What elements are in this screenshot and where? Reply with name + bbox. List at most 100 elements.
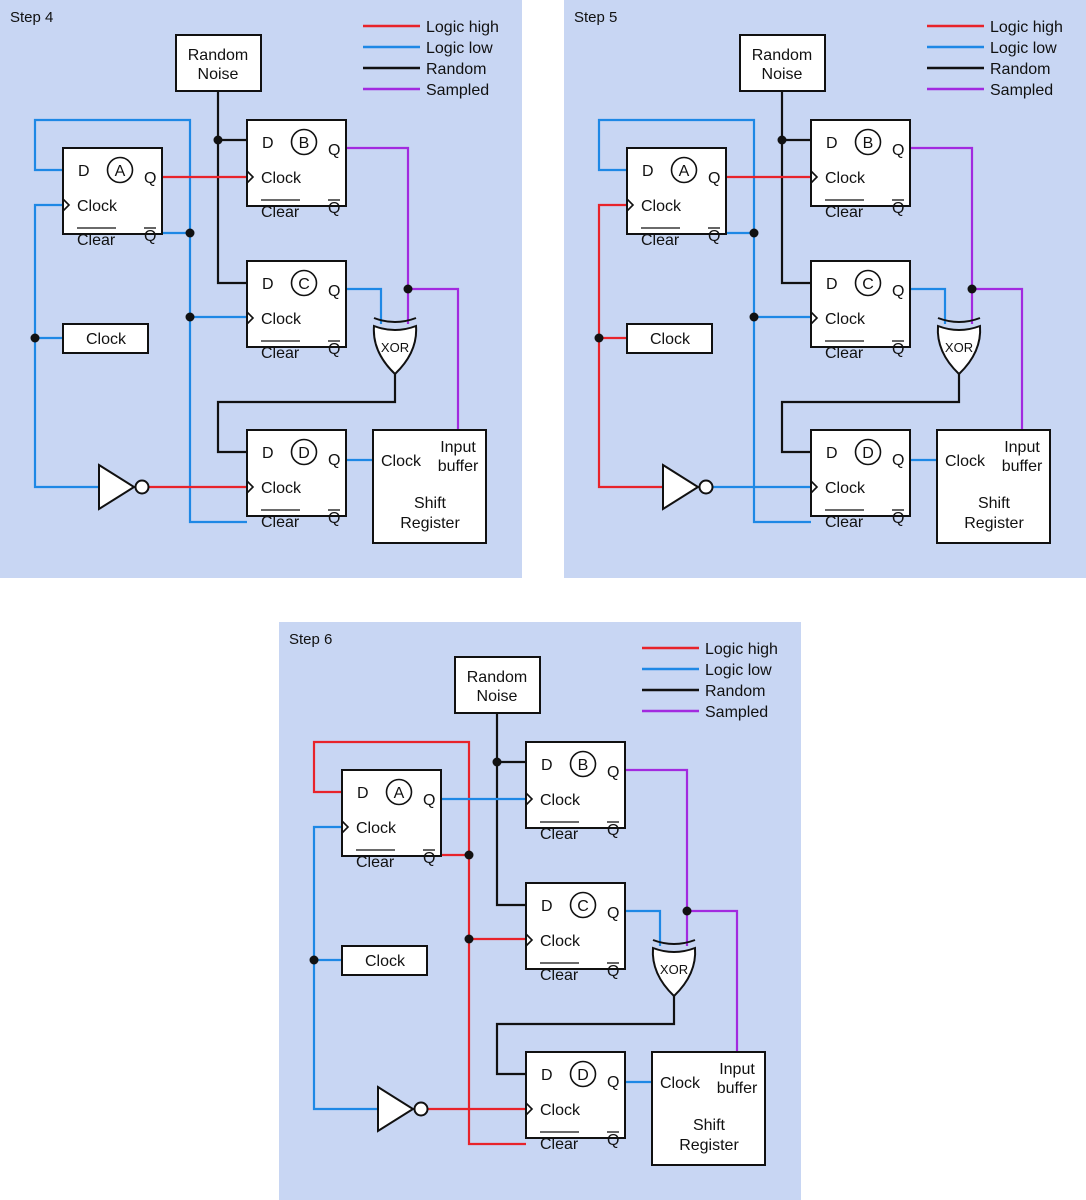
q-output-label: Q bbox=[607, 1074, 619, 1091]
input-buffer-label: Input bbox=[440, 439, 476, 456]
q-output-label: Q bbox=[892, 283, 904, 300]
clock-input-label: Clock bbox=[825, 311, 866, 328]
junction-dot bbox=[492, 757, 502, 767]
random-noise-trunk bbox=[495, 713, 526, 907]
a-feedback-loop bbox=[597, 118, 756, 235]
q-output-label: Q bbox=[423, 792, 435, 809]
legend-label-sampled: Sampled bbox=[426, 82, 489, 99]
d-input-label: D bbox=[262, 445, 274, 462]
qbar-output-label: Q bbox=[144, 228, 156, 245]
random-noise-label: Noise bbox=[198, 66, 239, 83]
random-noise-trunk bbox=[780, 91, 811, 285]
random-noise-label: Random bbox=[188, 47, 248, 64]
legend-label-sampled: Sampled bbox=[990, 82, 1053, 99]
clock-source-box bbox=[62, 323, 149, 354]
shift-register-clock-label: Clock bbox=[660, 1075, 701, 1092]
clock-source-label: Clock bbox=[650, 331, 691, 348]
c-q-output bbox=[910, 287, 947, 324]
clock-input-label: Clock bbox=[540, 792, 581, 809]
clear-input-label: Clear bbox=[261, 204, 300, 221]
shift-register-clock-label: Clock bbox=[945, 453, 986, 470]
clear-input-label: Clear bbox=[540, 1136, 579, 1153]
input-buffer-label: buffer bbox=[1002, 458, 1043, 475]
legend-label-random: Random bbox=[990, 61, 1050, 78]
clock-source-box bbox=[341, 945, 428, 976]
clock-input-label: Clock bbox=[540, 1102, 581, 1119]
junction-dot bbox=[403, 284, 413, 294]
d-input-label: D bbox=[642, 163, 654, 180]
inverter-triangle bbox=[662, 463, 700, 511]
xor-to-d-input bbox=[780, 372, 961, 454]
d-input-label: D bbox=[826, 276, 838, 293]
sampled-to-input-buffer bbox=[972, 287, 1024, 430]
d-input-label: D bbox=[541, 898, 553, 915]
shift-register-box bbox=[936, 429, 1051, 544]
clock-edge-marker bbox=[62, 198, 71, 212]
random-noise-box bbox=[454, 656, 541, 714]
clock-to-a-and-inverter bbox=[597, 203, 663, 489]
shift-register-title: Shift bbox=[414, 495, 447, 512]
c-q-output bbox=[346, 287, 383, 324]
clock-source: Clock bbox=[341, 945, 428, 976]
flipflop-letter: B bbox=[863, 135, 874, 152]
xor-gate-input-arc bbox=[373, 317, 417, 323]
clock-input-label: Clock bbox=[261, 170, 302, 187]
d-input-label: D bbox=[357, 785, 369, 802]
flipflop-letter-circle bbox=[106, 156, 134, 184]
qbar-output-label: Q bbox=[892, 341, 904, 358]
sampled-to-input-buffer bbox=[408, 287, 460, 430]
legend-label-logic_high: Logic high bbox=[426, 19, 499, 36]
input-buffer-label: buffer bbox=[438, 458, 479, 475]
clear-input-label: Clear bbox=[641, 232, 680, 249]
flipflop-letter: D bbox=[298, 445, 310, 462]
legend-label-logic_low: Logic low bbox=[990, 40, 1057, 57]
flipflop-letter: D bbox=[862, 445, 874, 462]
clock-source: Clock bbox=[62, 323, 149, 354]
step-title: Step 4 bbox=[10, 9, 53, 26]
step-title: Step 6 bbox=[289, 631, 332, 648]
clock-input-label: Clock bbox=[825, 480, 866, 497]
clock-input-label: Clock bbox=[261, 311, 302, 328]
legend-label-logic_low: Logic low bbox=[426, 40, 493, 57]
b-q-sampled bbox=[625, 768, 689, 946]
clock-edge-marker bbox=[341, 820, 350, 834]
clock-edge-marker bbox=[246, 170, 255, 184]
junction-dot bbox=[213, 135, 223, 145]
d-input-label: D bbox=[826, 445, 838, 462]
junction-dot bbox=[682, 906, 692, 916]
xor-gate: XOR bbox=[651, 939, 697, 998]
d-input-label: D bbox=[541, 1067, 553, 1084]
legend-label-logic_high: Logic high bbox=[990, 19, 1063, 36]
clock-to-a-and-inverter bbox=[312, 825, 378, 1111]
inverter bbox=[98, 463, 150, 511]
qbar-to-d-clear bbox=[752, 233, 811, 524]
clear-input-label: Clear bbox=[540, 967, 579, 984]
inverter-bubble bbox=[413, 1101, 429, 1117]
inverter-bubble bbox=[698, 479, 714, 495]
flipflop-letter: D bbox=[577, 1067, 589, 1084]
clear-input-label: Clear bbox=[825, 204, 864, 221]
flipflop-letter-circle bbox=[854, 269, 882, 297]
clock-edge-marker bbox=[246, 480, 255, 494]
xor-gate-label: XOR bbox=[660, 962, 688, 977]
input-buffer-label: buffer bbox=[717, 1080, 758, 1097]
shift-register-title: Register bbox=[964, 515, 1024, 532]
clock-edge-marker bbox=[246, 311, 255, 325]
clock-edge-marker bbox=[525, 933, 534, 947]
clock-edge-marker bbox=[810, 170, 819, 184]
q-output-label: Q bbox=[892, 452, 904, 469]
d-input-label: D bbox=[262, 276, 274, 293]
xor-to-d-input bbox=[216, 372, 397, 454]
xor-to-d-input bbox=[495, 994, 676, 1076]
flipflop-letter-circle bbox=[569, 1060, 597, 1088]
shift-register-title: Shift bbox=[978, 495, 1011, 512]
random-noise-label: Random bbox=[467, 669, 527, 686]
